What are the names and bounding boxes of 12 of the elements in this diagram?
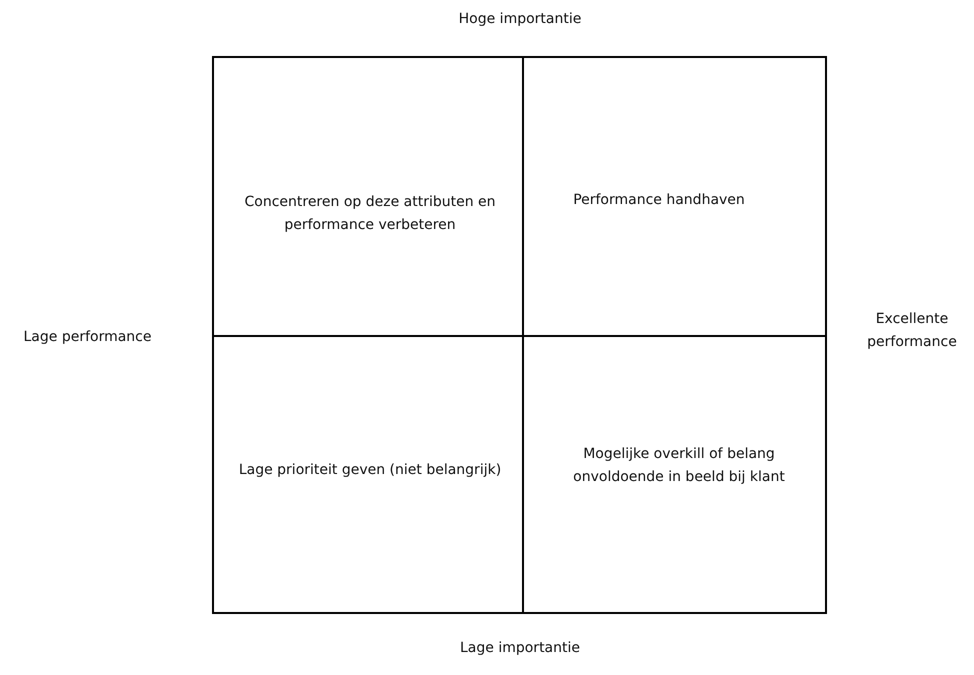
quadrant-box	[212, 56, 524, 337]
quadrant-label: Performance handhaven	[572, 191, 746, 210]
axis-label: Excellente performance	[866, 310, 958, 352]
axis-label: Lage importantie	[459, 639, 581, 658]
quadrant-box	[522, 335, 827, 614]
axis-label: Hoge importantie	[458, 10, 582, 29]
quadrant-label: Mogelijke overkill of belang onvoldoende in beeld bij klant	[572, 445, 786, 487]
quadrant-box	[522, 56, 827, 337]
axis-label: Lage performance	[22, 328, 152, 347]
quadrant-label: Concentreren op deze attributen en performance verbeteren	[243, 193, 497, 235]
quadrant-box	[212, 335, 524, 614]
quadrant-label: Lage prioriteit geven (niet belangrijk)	[238, 461, 502, 480]
